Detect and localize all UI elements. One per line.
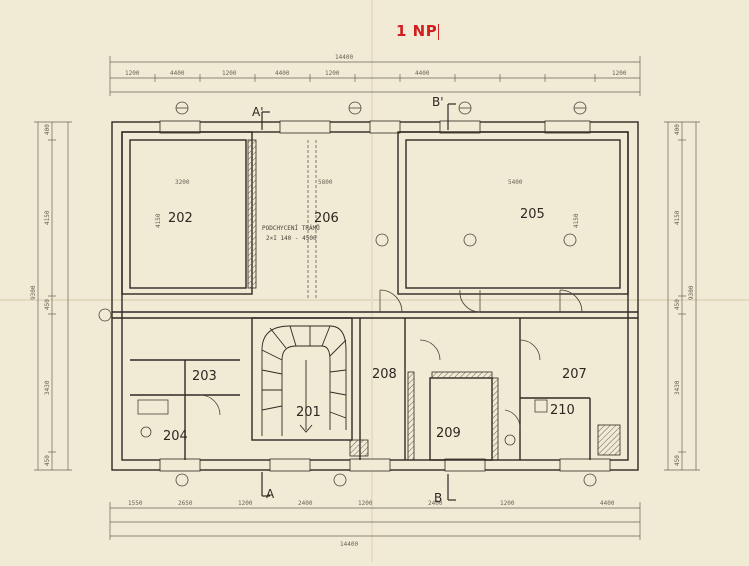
dim-top-4: 4400	[275, 70, 290, 77]
overall-width-top: 14400	[335, 54, 353, 61]
dimension-lines-top	[109, 56, 641, 96]
room-label-203: 203	[192, 369, 217, 384]
dim-bottom-8: 4400	[600, 500, 615, 507]
dim-room-202-width: 3200	[175, 179, 190, 186]
hatched-wall	[407, 371, 415, 461]
plan-title: 1 NP	[396, 22, 438, 40]
room-label-205: 205	[520, 207, 545, 222]
dim-left-3: 450	[44, 299, 51, 310]
dim-bottom-5: 1200	[358, 500, 373, 507]
dim-right-4: 3430	[674, 380, 681, 395]
dim-left-1: 400	[44, 124, 51, 135]
beam-note: PODCHYCENÍ TRÁMŮ	[262, 224, 320, 232]
dim-right-2: 4150	[674, 210, 681, 225]
room-label-201: 201	[296, 405, 321, 420]
dim-top-7: 1200	[612, 70, 627, 77]
hatched-wall	[431, 371, 493, 379]
hatched-block	[349, 439, 369, 457]
dimension-lines-bottom	[109, 502, 641, 540]
section-lines	[261, 103, 456, 501]
sanitary-fixtures	[137, 399, 548, 446]
dim-room-205-height: 4150	[573, 213, 580, 228]
room-label-206: 206	[314, 211, 339, 226]
dim-top-1: 1200	[125, 70, 140, 77]
dim-top-6: 4400	[415, 70, 430, 77]
dim-top-2: 4400	[170, 70, 185, 77]
ceiling-markers	[98, 101, 597, 487]
dim-left-2: 4150	[44, 210, 51, 225]
room-label-210: 210	[550, 403, 575, 418]
dimension-lines-left	[34, 121, 72, 471]
section-label-b-bottom: B	[434, 491, 442, 505]
dim-top-3: 1200	[222, 70, 237, 77]
overall-width-bottom: 14400	[340, 541, 358, 548]
windows-top	[159, 120, 591, 134]
interior-walls	[112, 131, 638, 461]
room-label-207: 207	[562, 367, 587, 382]
dim-bottom-3: 1200	[238, 500, 253, 507]
dimension-lines-right	[664, 121, 700, 471]
beam-note-size: 2×I 140 - 4500	[266, 235, 317, 242]
hatched-wall	[491, 377, 499, 461]
dim-bottom-4: 2400	[298, 500, 313, 507]
overall-height-right: 9300	[688, 285, 695, 300]
dim-room-206-width: 5800	[318, 179, 333, 186]
door-swings	[199, 289, 583, 429]
dim-bottom-2: 2650	[178, 500, 193, 507]
dim-left-4: 3430	[44, 380, 51, 395]
hatched-block	[597, 424, 621, 456]
dim-right-3: 450	[674, 299, 681, 310]
section-label-b-top: B'	[432, 95, 444, 109]
room-label-209: 209	[436, 426, 461, 441]
dim-right-5: 450	[674, 455, 681, 466]
windows-bottom	[159, 458, 611, 472]
dim-right-1: 400	[674, 124, 681, 135]
dim-bottom-6: 2400	[428, 500, 443, 507]
overall-height-left: 9300	[30, 285, 37, 300]
dim-left-5: 450	[44, 455, 51, 466]
room-label-208: 208	[372, 367, 397, 382]
dim-bottom-1: 1550	[128, 500, 143, 507]
hatched-wall	[247, 139, 257, 289]
dim-room-202-height: 4150	[155, 213, 162, 228]
room-label-202: 202	[168, 211, 193, 226]
spiral-staircase	[261, 325, 347, 436]
dim-bottom-7: 1200	[500, 500, 515, 507]
section-label-a-top: A'	[252, 105, 264, 119]
text-cursor	[438, 24, 439, 40]
dim-room-205-width: 5400	[508, 179, 523, 186]
dim-top-5: 1200	[325, 70, 340, 77]
room-label-204: 204	[163, 429, 188, 444]
section-label-a-bottom: A	[266, 487, 275, 501]
